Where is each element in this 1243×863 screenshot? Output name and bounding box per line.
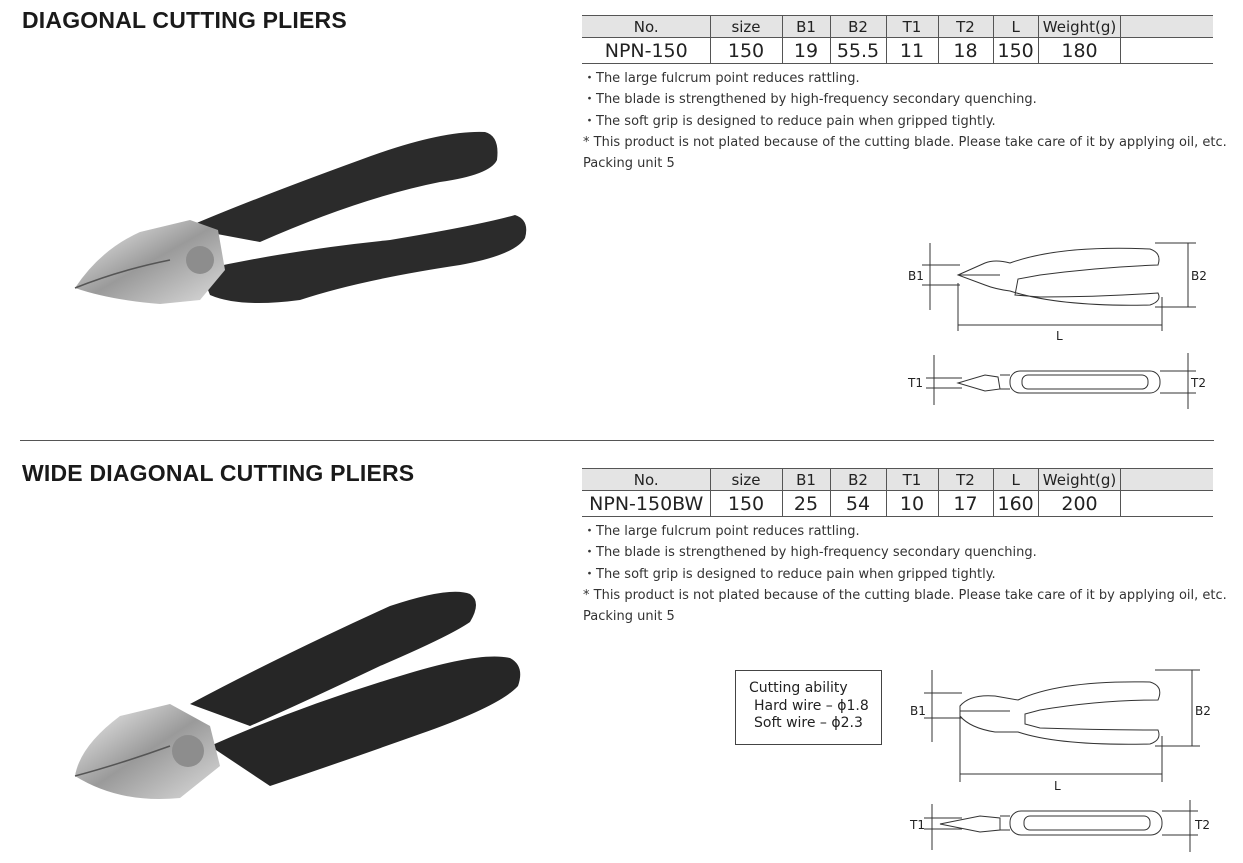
- cell-empty: [1120, 490, 1213, 517]
- col-t2: T2: [937, 468, 993, 491]
- col-t2: T2: [937, 15, 993, 38]
- cell-l: 160: [992, 490, 1039, 517]
- soft-wire-capacity: Soft wire – ϕ2.3: [754, 715, 863, 731]
- cell-t2: 17: [937, 490, 993, 517]
- section-title: WIDE DIAGONAL CUTTING PLIERS: [22, 460, 415, 486]
- spec-header-row: No. size B1 B2 T1 T2 L Weight(g): [582, 15, 1213, 38]
- product-section-npn-150bw: WIDE DIAGONAL CUTTING PLIERS No. size B1…: [0, 441, 1243, 863]
- pliers-photo: [74, 131, 527, 304]
- note-line: ・The large fulcrum point reduces rattlin…: [583, 524, 860, 539]
- cell-l: 150: [992, 37, 1039, 64]
- spec-value-row: NPN-150BW 150 25 54 10 17 160 200: [582, 490, 1213, 517]
- cell-weight: 180: [1037, 37, 1121, 64]
- label-l: L: [1056, 329, 1063, 343]
- label-t2: T2: [1194, 818, 1210, 832]
- product-section-npn-150: DIAGONAL CUTTING PLIERS No. size B1 B2 T…: [22, 7, 1227, 409]
- note-line: Packing unit 5: [583, 156, 675, 172]
- col-empty: [1120, 468, 1213, 491]
- label-b1: B1: [908, 269, 924, 283]
- col-size: size: [709, 468, 782, 491]
- col-weight: Weight(g): [1037, 468, 1121, 491]
- col-no: No.: [582, 15, 710, 38]
- note-line: ・The soft grip is designed to reduce pai…: [583, 113, 996, 129]
- cell-b2: 54: [829, 490, 886, 517]
- col-b2: B2: [829, 15, 886, 38]
- cell-b1: 25: [781, 490, 830, 517]
- note-line: ・The blade is strengthened by high-frequ…: [583, 92, 1037, 108]
- note-line: * This product is not plated because of …: [583, 134, 1227, 150]
- col-l: L: [992, 468, 1039, 491]
- cell-no: NPN-150BW: [582, 490, 710, 517]
- label-b2: B2: [1195, 704, 1211, 718]
- col-b1: B1: [781, 468, 830, 491]
- hard-wire-capacity: Hard wire – ϕ1.8: [754, 697, 869, 714]
- cell-no: NPN-150: [582, 37, 710, 64]
- note-line: ・The large fulcrum point reduces rattlin…: [583, 71, 860, 86]
- feature-notes: ・The large fulcrum point reduces rattlin…: [583, 521, 1227, 627]
- feature-notes: ・The large fulcrum point reduces rattlin…: [583, 68, 1227, 174]
- cell-b1: 19: [781, 37, 830, 64]
- note-line: ・The soft grip is designed to reduce pai…: [583, 566, 996, 582]
- label-l: L: [1054, 779, 1061, 793]
- cell-t1: 11: [885, 37, 938, 64]
- spec-header-row: No. size B1 B2 T1 T2 L Weight(g): [582, 468, 1213, 491]
- dimension-diagram: B1 B2 L T1 T2: [909, 669, 1211, 852]
- cutting-ability-heading: Cutting ability: [749, 680, 848, 696]
- col-weight: Weight(g): [1037, 15, 1121, 38]
- cell-weight: 200: [1037, 490, 1121, 517]
- note-line: Packing unit 5: [583, 609, 675, 625]
- label-t1: T1: [909, 818, 925, 832]
- cell-t1: 10: [885, 490, 938, 517]
- cell-empty: [1120, 37, 1213, 64]
- pliers-photo: [74, 591, 521, 800]
- cell-size: 150: [709, 490, 782, 517]
- cell-size: 150: [709, 37, 782, 64]
- col-empty: [1120, 15, 1213, 38]
- spec-table: No. size B1 B2 T1 T2 L Weight(g) NPN-150…: [582, 468, 1213, 517]
- col-no: No.: [582, 468, 710, 491]
- label-t1: T1: [907, 376, 923, 390]
- col-size: size: [709, 15, 782, 38]
- col-b2: B2: [829, 468, 886, 491]
- cutting-ability-box: Cutting ability Hard wire – ϕ1.8 Soft wi…: [735, 670, 882, 745]
- col-t1: T1: [885, 468, 938, 491]
- section-divider: [20, 440, 1214, 441]
- label-b2: B2: [1191, 269, 1207, 283]
- cell-t2: 18: [937, 37, 993, 64]
- col-l: L: [992, 15, 1039, 38]
- label-t2: T2: [1190, 376, 1206, 390]
- section-title: DIAGONAL CUTTING PLIERS: [22, 7, 347, 33]
- spec-value-row: NPN-150 150 19 55.5 11 18 150 180: [582, 37, 1213, 64]
- note-line: * This product is not plated because of …: [583, 587, 1227, 603]
- dimension-diagram: B1 B2 L T1 T2: [907, 242, 1207, 409]
- cell-b2: 55.5: [829, 37, 886, 64]
- col-t1: T1: [885, 15, 938, 38]
- label-b1: B1: [910, 704, 926, 718]
- col-b1: B1: [781, 15, 830, 38]
- spec-table: No. size B1 B2 T1 T2 L Weight(g) NPN-150…: [582, 15, 1213, 64]
- note-line: ・The blade is strengthened by high-frequ…: [583, 545, 1037, 561]
